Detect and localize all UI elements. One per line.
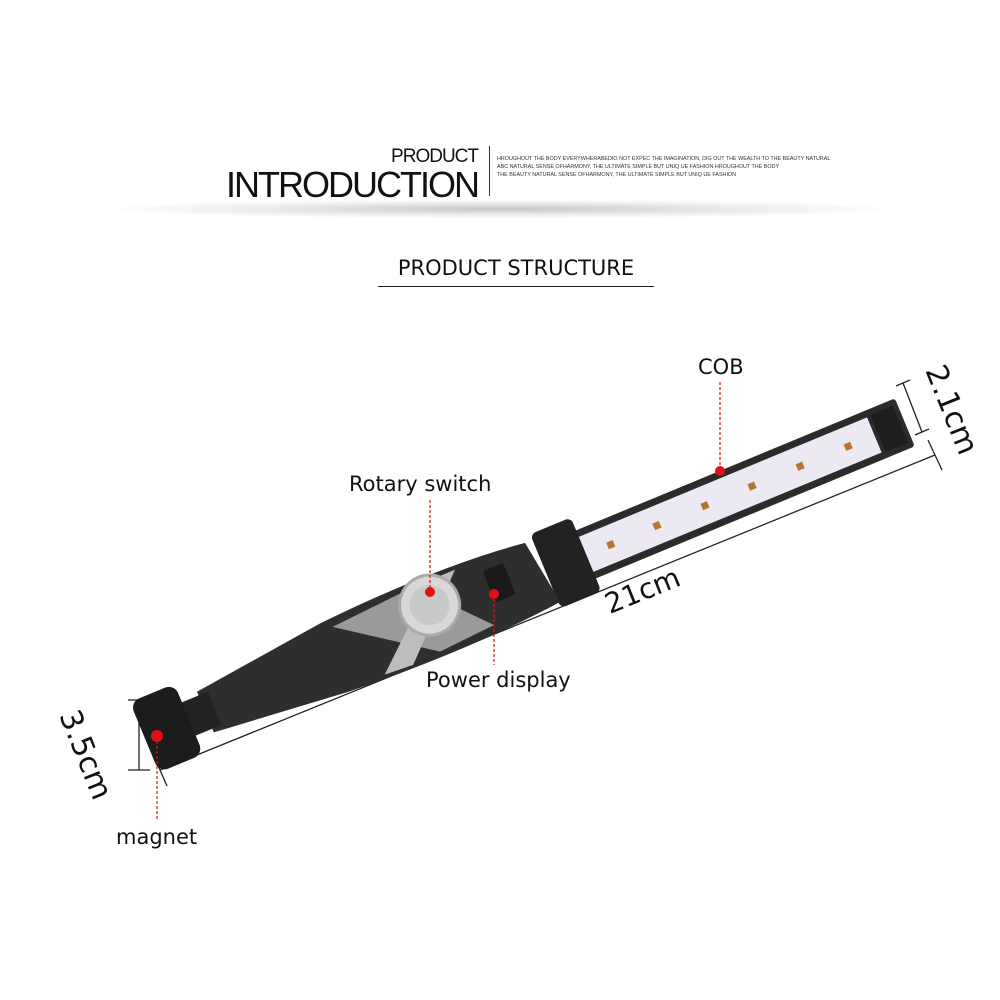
blurb-line: HROUGHOUT THE BODY EVERYWHERABEDIO NOT E… [497, 156, 831, 162]
cob-panel [578, 417, 882, 572]
header-big-title: INTRODUCTION [226, 164, 480, 205]
end-cap [870, 405, 908, 452]
callout-dots [151, 466, 725, 742]
callout-lines [156, 382, 721, 820]
magnet-base [132, 686, 201, 770]
label-rotary-switch: Rotary switch [349, 472, 492, 496]
section-title: PRODUCT STRUCTURE [378, 256, 654, 287]
work-light [132, 399, 914, 770]
header-blurb: HROUGHOUT THE BODY EVERYWHERABEDIO NOT E… [497, 155, 830, 179]
rotary-switch-center [409, 585, 450, 626]
label-cob: COB [698, 355, 744, 379]
blurb-line: THE BEAUTY NATURAL SENSE OFHARMONY, THE … [497, 172, 737, 178]
header-shadow [120, 200, 880, 218]
header-small-title: PRODUCT [391, 146, 479, 167]
head-width-dimension [895, 379, 930, 436]
handle [197, 542, 561, 733]
led-chips [606, 441, 853, 550]
hinge [531, 519, 600, 607]
header-divider [489, 146, 490, 196]
blurb-line: ABC NATURAL SENSE OFHARMONY, THE ULTIMAT… [497, 164, 780, 170]
label-power-display: Power display [426, 668, 571, 692]
label-magnet: magnet [116, 825, 198, 849]
length-dimension-line [152, 439, 943, 787]
